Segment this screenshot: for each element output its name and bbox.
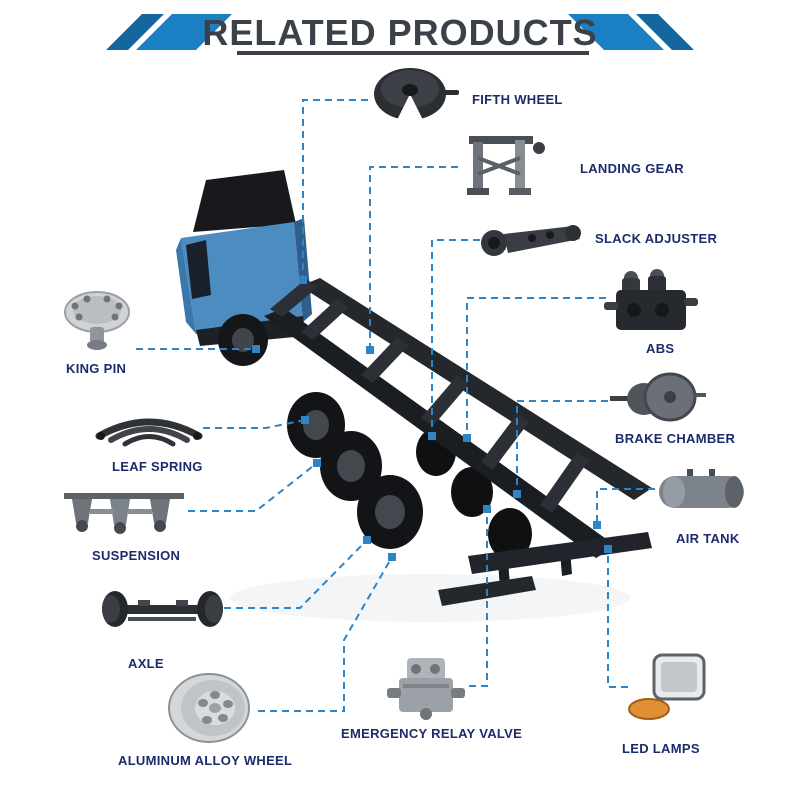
header-stripe-left-icon [106, 14, 232, 50]
truck-near-wheels [287, 392, 423, 549]
axle-image [98, 578, 226, 640]
leader-fifth-wheel [302, 99, 368, 280]
king-pin-label: KING PIN [66, 361, 127, 376]
aluminum-alloy-wheel-label: ALUMINUM ALLOY WHEEL [118, 753, 293, 768]
suspension-label: SUSPENSION [92, 548, 181, 563]
fifth-wheel-label: FIFTH WHEEL [472, 92, 563, 107]
truck-front-wheel [218, 314, 268, 366]
axle-label: AXLE [128, 656, 164, 671]
emergency-relay-valve-label: EMERGENCY RELAY VALVE [341, 726, 523, 741]
leader-axle [224, 539, 368, 609]
leader-nodes [252, 276, 612, 561]
leader-slack-adjuster [431, 239, 480, 436]
title-underline [237, 51, 589, 55]
king-pin-image [56, 286, 138, 358]
slack-adjuster-label: SLACK ADJUSTER [595, 231, 718, 246]
leader-brake-chamber [516, 400, 608, 494]
leader-emergency-relay-valve [469, 509, 488, 687]
leaf-spring-label: LEAF SPRING [112, 459, 203, 474]
header: RELATED PRODUCTS [0, 0, 800, 62]
truck-shadow [230, 574, 630, 622]
slack-adjuster-image [476, 212, 588, 270]
header-stripe-right-icon [568, 14, 694, 50]
led-lamps-image [626, 652, 708, 722]
trailer-frame [264, 278, 652, 558]
leader-lines [136, 99, 655, 712]
leader-landing-gear [369, 166, 458, 350]
leader-aluminum-alloy-wheel [258, 556, 393, 712]
brake-chamber-label: BRAKE CHAMBER [615, 431, 736, 446]
brake-chamber-image [606, 368, 708, 432]
abs-label: ABS [646, 341, 675, 356]
leader-led-lamps [607, 549, 628, 688]
fifth-wheel-image [362, 60, 462, 135]
page-title: RELATED PRODUCTS [202, 12, 598, 53]
header-decoration [106, 14, 694, 55]
leader-suspension [188, 462, 318, 512]
led-lamps-label: LED LAMPS [622, 741, 700, 756]
suspension-image [58, 483, 190, 540]
landing-gear-image [455, 128, 560, 206]
leader-abs [466, 297, 606, 438]
abs-image [604, 266, 699, 338]
aluminum-alloy-wheel-image [163, 670, 260, 747]
air-tank-image [653, 463, 750, 520]
emergency-relay-valve-image [383, 650, 471, 722]
landing-gear-label: LANDING GEAR [580, 161, 684, 176]
leader-leaf-spring [203, 419, 306, 429]
leaf-spring-image [93, 406, 205, 453]
air-tank-label: AIR TANK [676, 531, 740, 546]
